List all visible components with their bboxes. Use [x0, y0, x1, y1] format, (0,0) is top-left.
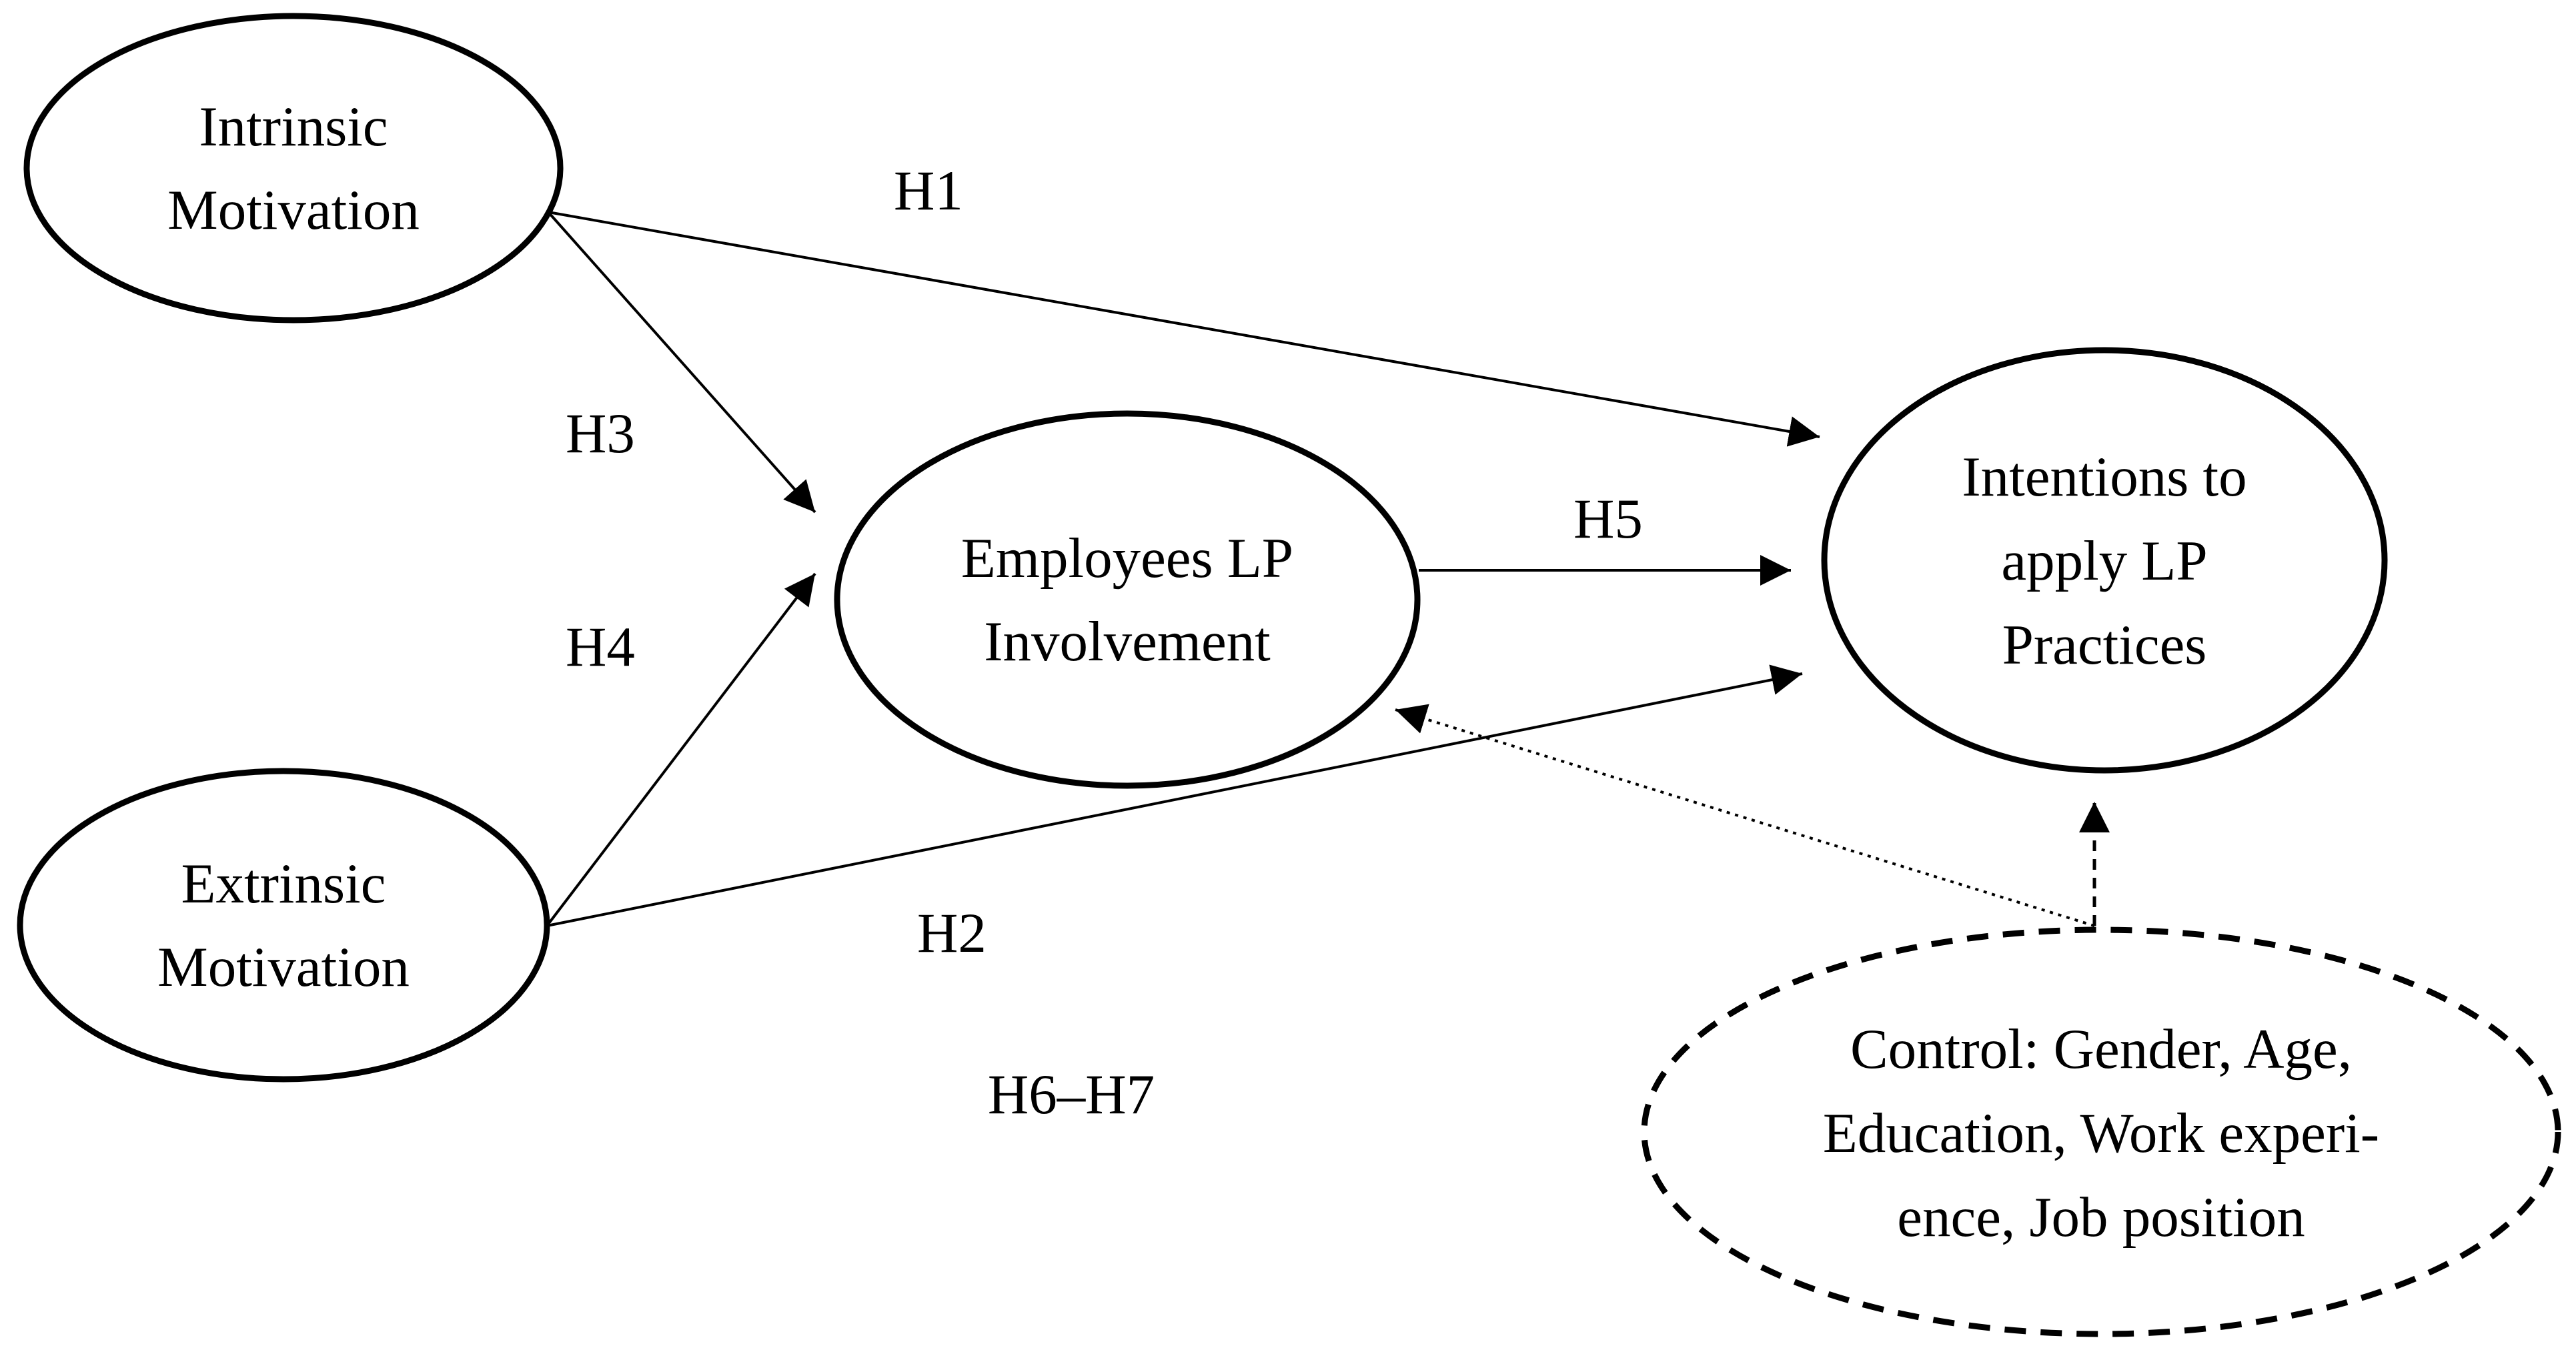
employees-lp-involvement-label-line1: Employees LP [961, 527, 1293, 590]
node-intrinsic-motivation-ellipse [23, 13, 564, 323]
extrinsic-motivation-label-line1: Extrinsic [181, 852, 386, 915]
node-labels: Intrinsic Motivation Extrinsic Motivatio… [157, 95, 2379, 1249]
control-variables-label-line3: ence, Job position [1897, 1186, 2305, 1249]
nodes [17, 13, 2561, 1337]
arrows [546, 211, 2110, 927]
arrow-h1-intrinsic-to-intentions [548, 211, 1820, 447]
control-variables-label-line1: Control: Gender, Age, [1850, 1018, 2352, 1081]
arrow-h2-extrinsic-to-intentions [546, 664, 1803, 927]
hypothesis-label-h1: H1 [894, 159, 963, 222]
intentions-apply-lp-label-line1: Intentions to [1962, 446, 2246, 508]
node-extrinsic-motivation-ellipse [17, 768, 550, 1083]
arrow-h3-intrinsic-to-involvement [547, 211, 816, 514]
hypothesis-label-h2: H2 [917, 902, 987, 964]
intentions-apply-lp-label-line2: apply LP [2001, 530, 2207, 592]
hypothesis-labels: H1 H3 H4 H2 H5 H6–H7 [566, 159, 1643, 1126]
intrinsic-motivation-label-line2: Motivation [167, 179, 420, 241]
control-variables-label-line2: Education, Work experi- [1823, 1102, 2379, 1165]
arrow-h6-h7-control-to-involvement [1395, 704, 2095, 927]
hypothesis-label-h6-h7: H6–H7 [988, 1063, 1155, 1126]
node-employees-lp-involvement-ellipse [834, 410, 1421, 789]
intrinsic-motivation-label-line1: Intrinsic [199, 95, 388, 158]
arrow-h4-extrinsic-to-involvement [546, 572, 816, 927]
node-control-variables-ellipse [1641, 926, 2561, 1337]
node-intentions-apply-lp-ellipse [1821, 347, 2388, 774]
employees-lp-involvement-label-line2: Involvement [984, 610, 1271, 673]
extrinsic-motivation-label-line2: Motivation [157, 936, 410, 998]
hypothesis-label-h3: H3 [566, 402, 635, 465]
hypothesis-label-h5: H5 [1573, 488, 1643, 550]
hypothesis-label-h4: H4 [566, 616, 635, 678]
intentions-apply-lp-label-line3: Practices [2002, 614, 2207, 676]
